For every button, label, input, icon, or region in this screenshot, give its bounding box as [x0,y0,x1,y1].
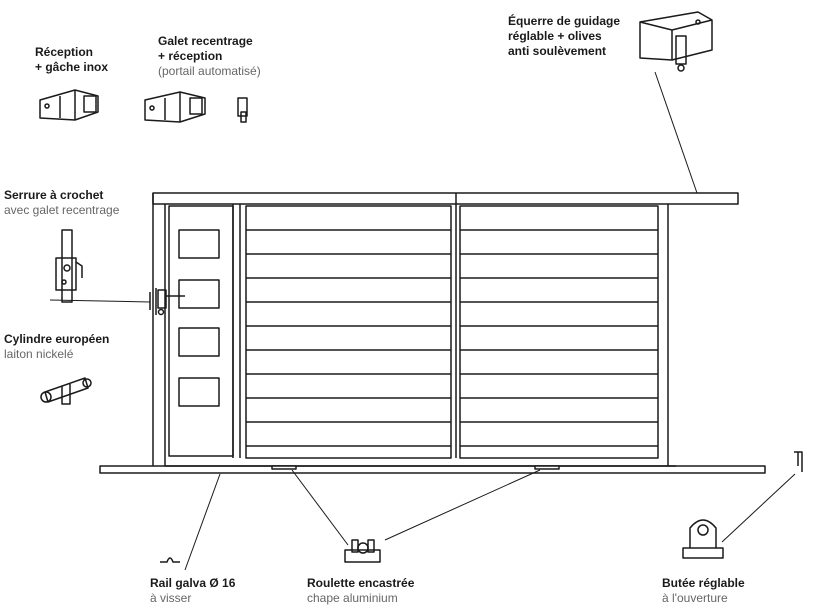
equerre-line1: Équerre de guidage [508,14,621,28]
serrure-sub: avec galet recentrage [4,203,120,217]
equerre-line3: anti soulèvement [508,44,607,58]
gate-panel-left [245,205,452,459]
reception-icon [39,89,99,121]
cylindre-europeen-icon [40,377,92,405]
roulette-encastree-icon [344,539,381,563]
pedestrian-door [168,204,241,458]
butee-sub: à l'ouverture [662,591,728,605]
ground-rail [99,465,766,474]
roulette-title: Roulette encastrée [307,576,415,590]
reception-title: Réception [35,45,94,59]
galet-title: Galet recentrage [158,34,253,48]
butee-reglable-icon [682,451,803,559]
label-equerre: Équerre de guidage réglable + olives ant… [508,14,620,59]
label-rail: Rail galva Ø 16 à visser [150,576,235,606]
label-reception: Réception + gâche inox [35,45,108,75]
gate-panel-right [455,204,659,459]
equerre-guidage-icon [639,11,713,72]
label-cylindre: Cylindre européen laiton nickelé [4,332,109,362]
label-roulette: Roulette encastrée chape aluminium [307,576,414,606]
butee-title: Butée réglable [662,576,745,590]
serrure-title: Serrure à crochet [4,188,104,202]
roulette-sub: chape aluminium [307,591,398,605]
label-galet: Galet recentrage + réception (portail au… [158,34,261,79]
label-butee: Butée réglable à l'ouverture [662,576,745,606]
galet-sub: (portail automatisé) [158,64,261,78]
rail-title: Rail galva Ø 16 [150,576,236,590]
label-serrure: Serrure à crochet avec galet recentrage [4,188,119,218]
cylindre-title: Cylindre européen [4,332,110,346]
serrure-crochet-icon [55,229,83,303]
equerre-line2: réglable + olives [508,29,602,43]
galet-line2: + réception [158,49,223,63]
galet-recentrage-icon [144,91,248,123]
reception-line2: + gâche inox [35,60,109,74]
leader-lines [49,71,796,571]
rail-galva-icon [160,557,180,563]
door-handle [149,288,185,316]
cylindre-sub: laiton nickelé [4,347,74,361]
rail-sub: à visser [150,591,192,605]
